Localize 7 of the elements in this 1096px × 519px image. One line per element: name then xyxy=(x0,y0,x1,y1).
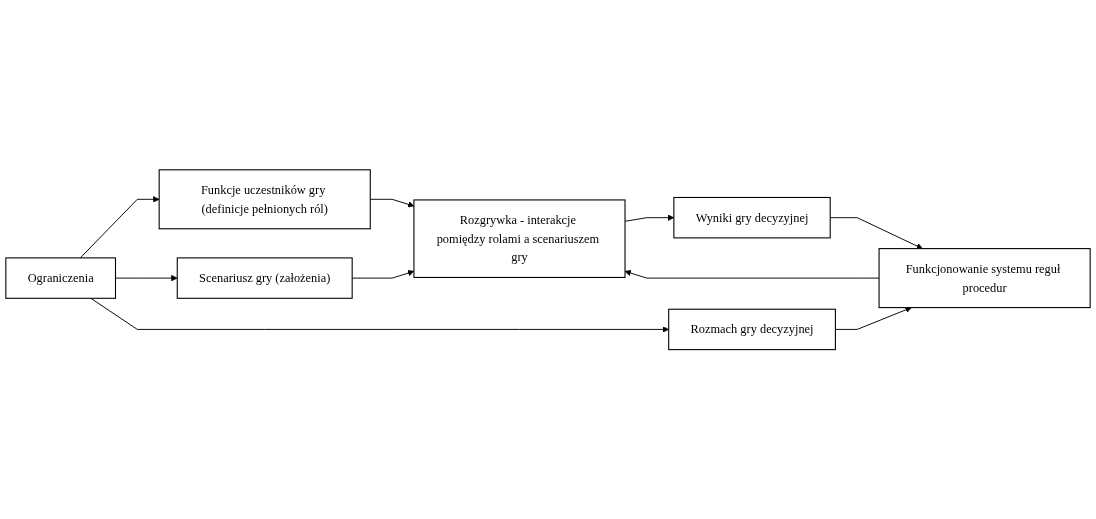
node-box: Funkcje uczestników gry (definicje pełnionych ról) xyxy=(158,169,371,230)
node-box: Scenariusz gry (założenia) xyxy=(176,257,353,299)
node-box: Rozmach gry decyzyjnej xyxy=(668,308,836,350)
node-box: Funkcjonowanie systemu reguł procedur xyxy=(878,247,1091,308)
node-box: Wyniki gry decyzyjnej xyxy=(673,196,831,239)
node-box: Rozgrywka - interakcje pomiędzy rolami a scenariuszem gry xyxy=(413,199,626,278)
node-box: Ograniczenia xyxy=(5,257,117,299)
